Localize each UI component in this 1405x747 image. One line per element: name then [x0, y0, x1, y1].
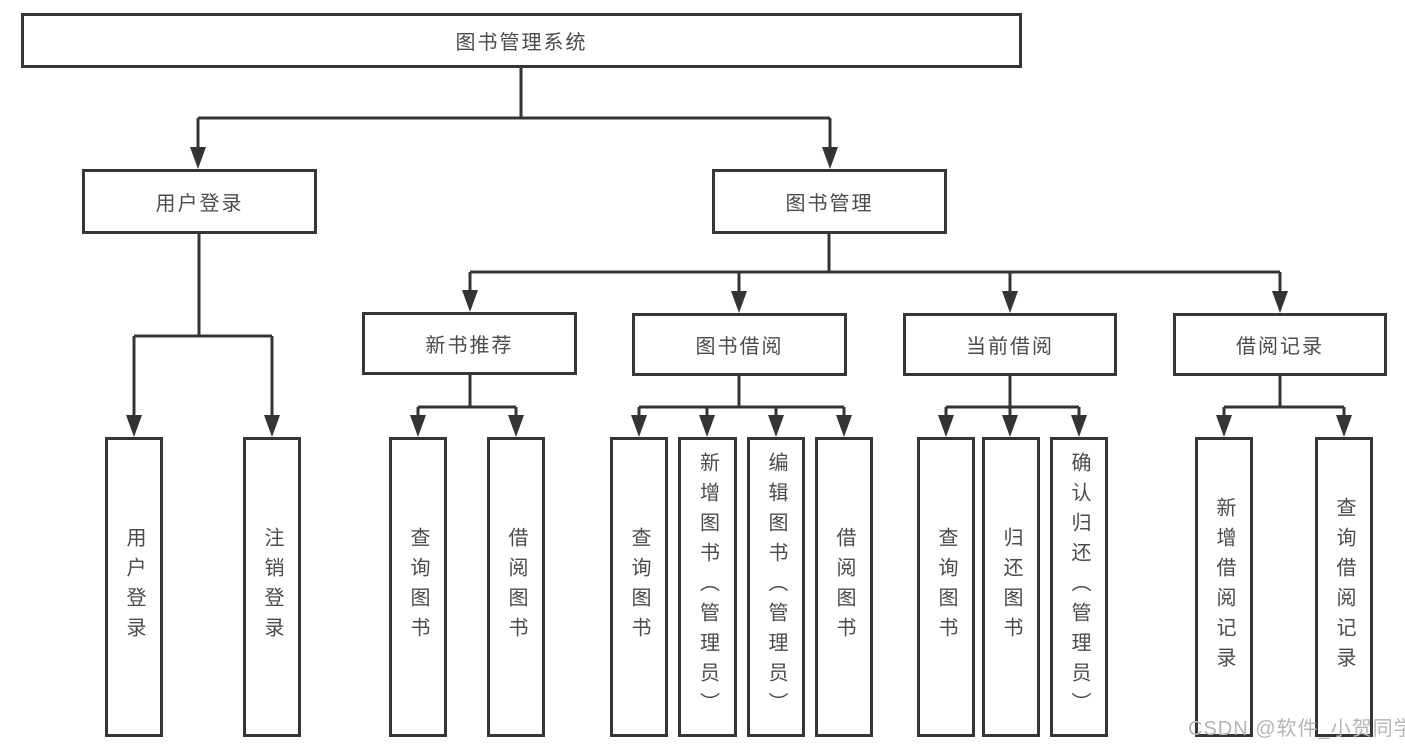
leaf-label: 新增借阅记录 [1213, 497, 1235, 677]
leaf-label: 查询图书 [935, 527, 957, 647]
leaf-label: 注销登录 [261, 527, 283, 647]
leaf-borrow-books: 借阅图书 [815, 437, 873, 737]
leaf-add-borrow-record: 新增借阅记录 [1195, 437, 1253, 737]
leaf-label: 归还图书 [1000, 527, 1022, 647]
leaf-label: 查询图书 [407, 527, 429, 647]
node-label: 图书管理 [785, 193, 874, 215]
leaf-return-books: 归还图书 [982, 437, 1040, 737]
node-label: 当前借阅 [966, 336, 1054, 358]
leaf-confirm-return-admin: 确认归还（管理员） [1050, 437, 1108, 737]
node-label: 借阅记录 [1236, 336, 1324, 358]
node-label: 图书管理系统 [455, 32, 588, 54]
node-book-borrowing: 图书借阅 [632, 313, 847, 376]
leaf-query-borrow-record: 查询借阅记录 [1315, 437, 1373, 737]
leaf-user-login: 用户登录 [105, 437, 163, 737]
leaf-query-books-current: 查询图书 [917, 437, 975, 737]
leaf-query-books-recommend: 查询图书 [389, 437, 447, 737]
csdn-watermark: CSDN @软件_小贺同学 [1188, 718, 1405, 740]
node-current-borrowing: 当前借阅 [903, 313, 1117, 376]
node-user-login: 用户登录 [82, 169, 317, 234]
node-label: 新书推荐 [425, 335, 514, 357]
node-borrow-records: 借阅记录 [1173, 313, 1387, 376]
leaf-edit-books-admin: 编辑图书（管理员） [747, 437, 805, 737]
node-library-management-system: 图书管理系统 [21, 13, 1022, 68]
node-label: 用户登录 [155, 193, 244, 215]
leaf-query-books-borrow: 查询图书 [610, 437, 668, 737]
leaf-logout: 注销登录 [243, 437, 301, 737]
leaf-borrow-books-recommend: 借阅图书 [487, 437, 545, 737]
leaf-label: 查询图书 [628, 527, 650, 647]
leaf-label: 新增图书（管理员） [696, 452, 719, 722]
leaf-label: 确认归还（管理员） [1068, 452, 1090, 722]
node-label: 图书借阅 [695, 336, 784, 358]
leaf-label: 用户登录 [123, 527, 145, 647]
leaf-add-books-admin: 新增图书（管理员） [678, 437, 737, 737]
leaf-label: 查询借阅记录 [1333, 497, 1355, 677]
node-new-book-recommend: 新书推荐 [362, 312, 577, 375]
leaf-label: 借阅图书 [833, 527, 855, 647]
leaf-label: 借阅图书 [505, 527, 527, 647]
leaf-label: 编辑图书（管理员） [765, 452, 787, 722]
node-book-management: 图书管理 [712, 169, 947, 234]
